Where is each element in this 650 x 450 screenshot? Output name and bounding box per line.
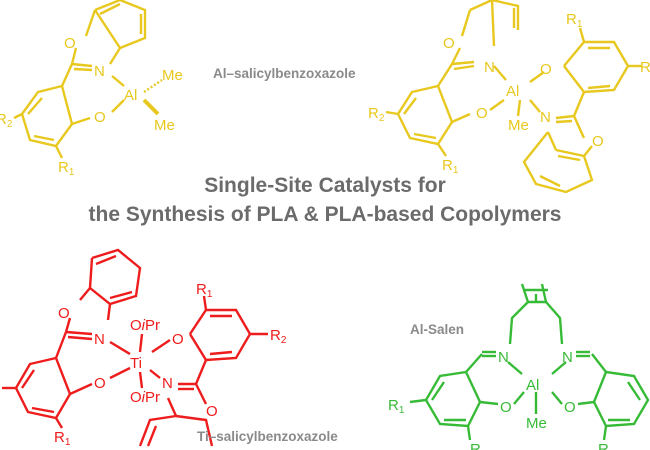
ti-ti: Ti (130, 355, 142, 372)
label-al-salen: Al-Salen (410, 322, 465, 337)
al-mono-complex (13, 0, 163, 159)
salen-al: Al (526, 377, 539, 394)
ti-n2: N (162, 375, 173, 392)
ti-r1-right: R1 (196, 281, 213, 300)
ti-r2-right: R2 (270, 327, 287, 346)
salen-r-right-bottom: R (598, 441, 609, 450)
salen-r-left-bottom: R (470, 441, 481, 450)
ti-r1-left: R1 (54, 429, 71, 448)
label-ti-salicylbenzoxazole: Ti–salicylbenzoxazole (197, 429, 338, 444)
al-bis-o3: O (540, 61, 552, 78)
salen-o1: O (500, 399, 512, 416)
ti-o4: O (206, 403, 218, 420)
al-bis-al: Al (506, 83, 519, 100)
ti-complex (2, 248, 268, 447)
al-bis-r1-right: R1 (566, 11, 583, 30)
ti-oipr-bottom: OiPr (130, 389, 160, 406)
al-mono-o-oxazole: O (64, 35, 76, 52)
al-bis-complex (385, 0, 642, 194)
salen-o2: O (564, 399, 576, 416)
al-mono-me1: Me (162, 67, 183, 84)
al-bis-n1: N (484, 59, 495, 76)
al-mono-me2: Me (154, 117, 175, 134)
salen-r1-left: R1 (388, 397, 405, 416)
al-bis-o2: O (476, 105, 488, 122)
al-bis-r1-left: R1 (442, 157, 459, 176)
title-line-1: Single-Site Catalysts for (204, 174, 446, 197)
al-salen-complex (409, 283, 650, 441)
ti-o3: O (172, 331, 184, 348)
al-bis-r2-left: R2 (368, 105, 385, 124)
al-mono-r2: R2 (0, 111, 13, 130)
al-bis-o4: O (592, 133, 604, 150)
salen-n2: N (562, 349, 573, 366)
ti-o2: O (94, 375, 106, 392)
al-mono-n: N (94, 63, 105, 80)
al-mono-o-phenol: O (94, 109, 106, 126)
ti-o1: O (58, 305, 70, 322)
al-mono-r1: R1 (58, 159, 75, 178)
salen-n1: N (498, 349, 509, 366)
al-bis-r-right: R (640, 59, 650, 76)
al-bis-o1: O (443, 35, 455, 52)
al-bis-n2: N (540, 109, 551, 126)
ti-oipr-top: OiPr (130, 317, 160, 334)
al-mono-al: Al (124, 87, 137, 104)
al-bis-me: Me (508, 117, 529, 134)
label-al-salicylbenzoxazole: Al–salicylbenzoxazole (213, 66, 356, 81)
salen-me: Me (526, 415, 547, 432)
title-line-2: the Synthesis of PLA & PLA-based Copolym… (88, 203, 562, 226)
ti-n1: N (94, 331, 105, 348)
